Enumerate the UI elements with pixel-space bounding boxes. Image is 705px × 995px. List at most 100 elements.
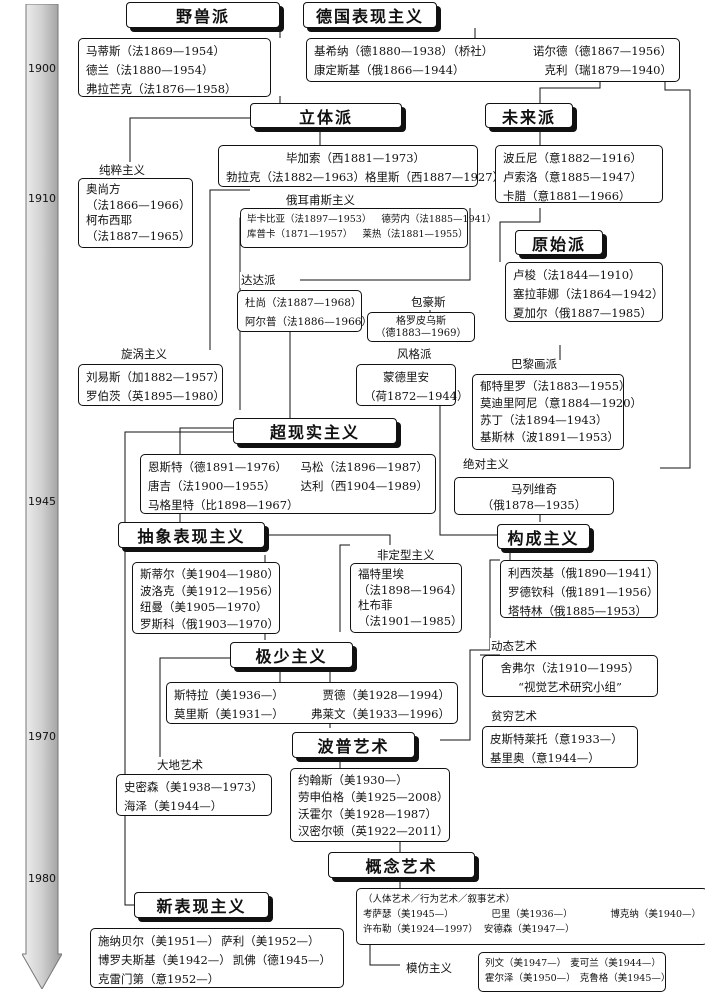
member: 马蒂斯（法1869—1954）	[86, 44, 226, 58]
member: 马松（法1896—1987）	[300, 460, 428, 474]
member: 斯特拉（美1936—）	[174, 688, 284, 702]
box-kinetic: 舍弗尔（法1910—1995） “视觉艺术研究小组”	[482, 655, 658, 697]
member: （法1887—1965）	[86, 228, 191, 243]
box-cubism: 毕加索（西1881—1973） 勃拉克（法1882—1963）格里斯（西1887…	[218, 145, 505, 187]
year-1945: 1945	[28, 495, 56, 508]
member: （法1866—1966）	[86, 197, 191, 212]
member: 海泽（美1944—）	[124, 799, 223, 813]
line-constructivism-kinetic	[440, 559, 500, 741]
member: 弗拉芒克（法1876—1958）	[86, 82, 237, 96]
label-suprematism: 绝对主义	[462, 456, 510, 472]
member: 夏加尔（俄1887—1985）	[513, 306, 653, 320]
member: 斯蒂尔（美1904—1980）	[140, 567, 280, 581]
member: “视觉艺术研究小组”	[518, 680, 622, 694]
member: 基希纳（德1880—1938）（桥社）	[314, 44, 494, 58]
member: 罗斯科（俄1903—1970）	[140, 616, 280, 631]
member: 德劳内（法1885—1941）	[381, 214, 497, 225]
member: 安德森（美1947—）	[483, 924, 575, 935]
label-appropriation: 模仿主义	[405, 960, 453, 976]
member: 基里奥（意1944—）	[490, 751, 600, 765]
header-abstract-expressionism: 抽象表现主义	[118, 522, 265, 548]
label-kinetic: 动态艺术	[490, 638, 538, 654]
member: 博罗夫斯基（美1942—）	[98, 953, 231, 967]
member: 毕加索（西1881—1973）	[286, 151, 426, 165]
member: 罗伯茨（英1895—1980）	[86, 389, 226, 403]
member: 马格里特（比1898—1967）	[148, 498, 299, 512]
member: 麦可兰（美1944—）	[570, 958, 661, 969]
box-land-art: 史密森（美1938—1973） 海泽（美1944—）	[116, 774, 272, 816]
box-informel: 福特里埃 （法1898—1964） 杜布菲 （法1901—1985）	[350, 563, 463, 633]
member: 劳申伯格（美1925—2008）	[298, 790, 449, 804]
member: 贾德（美1928—1994）	[322, 688, 450, 702]
member: 福特里埃	[358, 567, 404, 581]
member: 约翰斯（美1930—）	[298, 773, 408, 787]
member: 弗莱文（美1933—1996）	[310, 707, 450, 721]
header-pop-art: 波普艺术	[292, 732, 415, 758]
member: 莱热（法1881—1955）	[362, 229, 468, 240]
member: 库普卡（1871—1957）	[247, 229, 353, 240]
member: 唐吉（法1900—1955）	[148, 479, 276, 493]
member: 郁特里罗（法1883—1955）	[480, 379, 631, 393]
box-paris: 郁特里罗（法1883—1955） 莫迪里阿尼（意1884—1920） 苏丁（法1…	[472, 374, 642, 450]
member: 马列维奇	[511, 482, 557, 496]
label-orphism: 俄耳甫斯主义	[285, 192, 356, 208]
member: 罗德钦科（俄1891—1956）	[508, 585, 659, 599]
year-1910: 1910	[28, 192, 56, 205]
box-conceptual: （人体艺术／行为艺术／叙事艺术） 考萨瑟（美1945—）巴里（美1936—）博克…	[356, 888, 705, 945]
line-expressionism-suprematism	[660, 82, 691, 469]
member: 莫里斯（美1931—）	[174, 707, 284, 721]
label-purism: 纯粹主义	[98, 162, 146, 178]
subtitle: （人体艺术／行为艺术／叙事艺术）	[363, 894, 516, 905]
label-arte-povera: 贫穷艺术	[490, 708, 538, 724]
box-surrealism: 恩斯特（德1891—1976）马松（法1896—1987） 唐吉（法1900—1…	[140, 454, 436, 514]
box-appropriation: 列文（美1947—）麦可兰（美1944—） 霍尔泽（美1950—）克鲁格（美19…	[478, 952, 670, 992]
member: 勃拉克（法1882—1963）格里斯（西1887—1927）	[226, 170, 505, 184]
member: 汉密尔顿（英1922—2011）	[298, 824, 449, 838]
year-1900: 1900	[28, 62, 56, 75]
line-futurism-dada	[499, 208, 541, 262]
member: （法1901—1985）	[358, 613, 463, 628]
line-expressionism-futurism	[539, 82, 601, 103]
header-surrealism: 超现实主义	[233, 418, 397, 444]
member: 塞拉菲娜（法1864—1942）	[513, 287, 664, 301]
box-constructivism: 利西茨基（俄1890—1941） 罗德钦科（俄1891—1956） 塔特林（俄1…	[500, 560, 659, 618]
timeline-arrow	[22, 4, 62, 989]
header-expressionism: 德国表现主义	[303, 2, 437, 28]
member: 克鲁格（美1945—）	[579, 973, 671, 984]
box-neo-expressionism: 施纳贝尔（美1951—）萨利（美1952—） 博罗夫斯基（美1942—）凯佛（德…	[90, 928, 344, 988]
member: 卢索洛（意1885—1947）	[503, 170, 643, 184]
label-destijl: 风格派	[396, 346, 433, 362]
header-neo-expressionism: 新表现主义	[134, 892, 269, 918]
member: 列文（美1947—）	[485, 958, 567, 969]
box-fauvism: 马蒂斯（法1869—1954） 德兰（法1880—1954） 弗拉芒克（法187…	[78, 38, 271, 97]
member: 克雷门第（意1952—）	[98, 972, 220, 986]
member: 格罗皮乌斯	[396, 316, 446, 327]
member: 史密森（美1938—1973）	[124, 780, 264, 794]
member: 许布勒（美1924—1997）	[363, 924, 478, 935]
member: （荷1872—1944）	[364, 389, 469, 403]
label-informel: 非定型主义	[376, 547, 436, 563]
member: 刘易斯（加1882—1957）	[86, 370, 226, 384]
member: 康定斯基（俄1866—1944）	[314, 63, 465, 77]
box-expressionism: 基希纳（德1880—1938）（桥社）诺尔德（德1867—1956） 康定斯基（…	[306, 38, 680, 82]
box-suprematism: 马列维奇 （俄1878—1935）	[454, 477, 614, 515]
box-abstract-expressionism: 斯蒂尔（美1904—1980） 波洛克（美1912—1956） 纽曼（美1905…	[132, 562, 280, 634]
member: 纽曼（美1905—1970）	[140, 600, 268, 614]
header-cubism: 立体派	[250, 103, 402, 128]
member: 舍弗尔（法1910—1995）	[500, 661, 640, 675]
member: 卢梭（法1844—1910）	[513, 268, 641, 282]
box-primitivism: 卢梭（法1844—1910） 塞拉菲娜（法1864—1942） 夏加尔（俄188…	[505, 262, 664, 322]
member: 奥尚方	[86, 182, 121, 196]
member: 施纳贝尔（美1951—）	[98, 934, 220, 948]
member: 柯布西耶	[86, 213, 132, 227]
line-minimal-landart	[159, 657, 230, 765]
box-destijl: 蒙德里安 （荷1872—1944）	[356, 364, 469, 406]
member: 毕卡比亚（法1897—1953）	[247, 214, 372, 225]
member: 杜布菲	[358, 598, 393, 612]
line-destijl-constructivism	[439, 400, 497, 536]
header-futurism: 未来派	[485, 103, 573, 128]
line-cubism-purism	[129, 117, 250, 178]
member: 基斯林（波1891—1953）	[480, 430, 620, 444]
member: 塔特林（俄1885—1953）	[508, 604, 648, 618]
